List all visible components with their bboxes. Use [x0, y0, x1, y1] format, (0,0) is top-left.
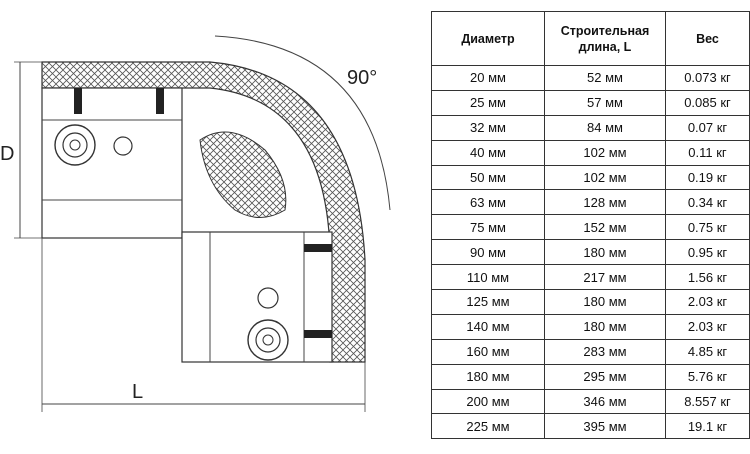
- cell-length: 84 мм: [544, 114, 666, 141]
- cell-diameter: 125 мм: [431, 289, 545, 315]
- cell-length: 57 мм: [544, 89, 666, 116]
- cell-diameter: 180 мм: [431, 363, 545, 390]
- angle-dimension-arc: [214, 35, 391, 211]
- cell-diameter: 63 мм: [431, 189, 545, 216]
- cell-weight: 0.75 кг: [665, 214, 750, 241]
- cell-length: 52 мм: [544, 65, 666, 91]
- cell-length: 180 мм: [544, 239, 666, 266]
- cell-diameter: 140 мм: [431, 313, 545, 340]
- angle-label: 90°: [347, 67, 377, 89]
- cell-diameter: 40 мм: [431, 139, 545, 166]
- cell-weight: 0.95 кг: [665, 239, 750, 266]
- cell-length: 102 мм: [544, 164, 666, 191]
- cell-diameter: 200 мм: [431, 388, 545, 415]
- cell-weight: 4.85 кг: [665, 338, 750, 365]
- header-diameter: Диаметр: [431, 11, 545, 66]
- cell-length: 102 мм: [544, 139, 666, 166]
- length-label: L: [132, 381, 143, 403]
- cell-weight: 0.07 кг: [665, 114, 750, 141]
- cell-length: 295 мм: [544, 363, 666, 390]
- cell-weight: 5.76 кг: [665, 363, 750, 390]
- cell-diameter: 50 мм: [431, 164, 545, 191]
- terminal-bottom: [247, 287, 289, 361]
- elbow-fitting-drawing: 90° D L: [0, 35, 391, 412]
- cell-diameter: 25 мм: [431, 89, 545, 116]
- cell-diameter: 225 мм: [431, 413, 545, 440]
- cell-weight: 0.19 кг: [665, 164, 750, 191]
- cell-diameter: 90 мм: [431, 239, 545, 266]
- cell-length: 128 мм: [544, 189, 666, 216]
- cell-weight: 0.11 кг: [665, 139, 750, 166]
- cell-length: 180 мм: [544, 289, 666, 315]
- cell-diameter: 160 мм: [431, 338, 545, 365]
- header-weight: Вес: [665, 11, 750, 66]
- cell-length: 180 мм: [544, 313, 666, 340]
- cell-weight: 0.34 кг: [665, 189, 750, 216]
- cutaway-window: [199, 131, 287, 218]
- table-header-row: Диаметр Строительная длина, L Вес: [431, 11, 750, 66]
- cell-weight: 0.085 кг: [665, 89, 750, 116]
- cell-weight: 19.1 кг: [665, 413, 750, 440]
- cell-weight: 0.073 кг: [665, 65, 750, 91]
- cell-diameter: 32 мм: [431, 114, 545, 141]
- header-length: Строительная длина, L: [544, 11, 666, 66]
- cell-weight: 2.03 кг: [665, 289, 750, 315]
- cell-weight: 8.557 кг: [665, 388, 750, 415]
- cell-length: 395 мм: [544, 413, 666, 440]
- cell-length: 346 мм: [544, 388, 666, 415]
- diameter-label: D: [0, 143, 14, 165]
- cell-length: 152 мм: [544, 214, 666, 241]
- cell-diameter: 75 мм: [431, 214, 545, 241]
- cell-length: 283 мм: [544, 338, 666, 365]
- cell-diameter: 110 мм: [431, 264, 545, 291]
- cell-diameter: 20 мм: [431, 65, 545, 91]
- terminal-left: [54, 124, 133, 166]
- cell-length: 217 мм: [544, 264, 666, 291]
- cell-weight: 2.03 кг: [665, 313, 750, 340]
- cell-weight: 1.56 кг: [665, 264, 750, 291]
